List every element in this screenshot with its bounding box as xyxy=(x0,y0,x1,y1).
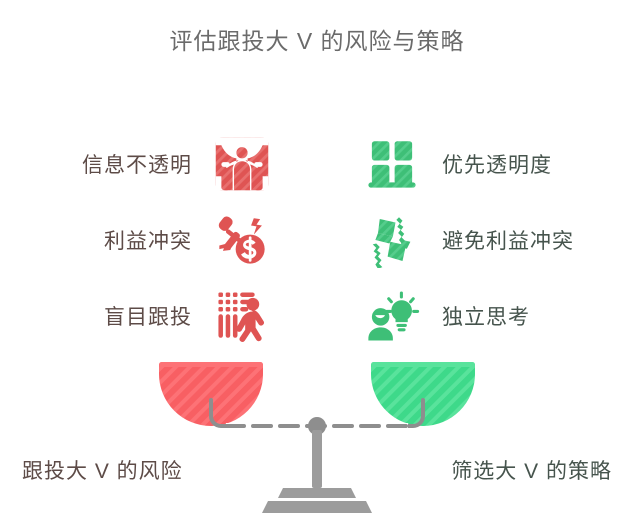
strategy-item-1-label: 优先透明度 xyxy=(442,154,552,177)
hammer-coin-icon xyxy=(210,208,274,272)
comparison-row: 盲目跟投 xyxy=(0,278,634,354)
strategy-item-2: 避免利益冲突 xyxy=(360,208,630,272)
strategy-item-3: 独立思考 xyxy=(360,284,630,348)
risk-item-1-label: 信息不透明 xyxy=(82,154,192,177)
curtain-person-icon xyxy=(210,132,274,196)
risk-item-3-label: 盲目跟投 xyxy=(104,306,192,329)
broken-puzzle-icon xyxy=(360,208,424,272)
comparison-row: 信息不透明 xyxy=(0,126,634,202)
comparison-row: 利益冲突 xyxy=(0,202,634,278)
comparison-rows: 信息不透明 xyxy=(0,126,634,354)
risk-item-3: 盲目跟投 xyxy=(4,284,274,348)
balance-scale xyxy=(0,356,634,532)
scale-post xyxy=(312,430,322,488)
strategy-item-1: 优先透明度 xyxy=(360,132,630,196)
person-lightbulb-icon xyxy=(360,284,424,348)
window-icon xyxy=(360,132,424,196)
strategy-item-3-label: 独立思考 xyxy=(442,306,530,329)
risk-item-2: 利益冲突 xyxy=(4,208,274,272)
blind-walking-person-icon xyxy=(210,284,274,348)
fulcrum xyxy=(308,417,326,435)
scale-base-top xyxy=(278,488,356,498)
scale-base-bottom xyxy=(262,501,372,513)
risk-item-1: 信息不透明 xyxy=(4,132,274,196)
page-title: 评估跟投大 V 的风险与策略 xyxy=(169,28,465,54)
strategy-item-2-label: 避免利益冲突 xyxy=(442,230,574,253)
risk-pan xyxy=(159,362,263,426)
risk-item-2-label: 利益冲突 xyxy=(104,230,192,253)
strategy-pan xyxy=(371,362,475,426)
